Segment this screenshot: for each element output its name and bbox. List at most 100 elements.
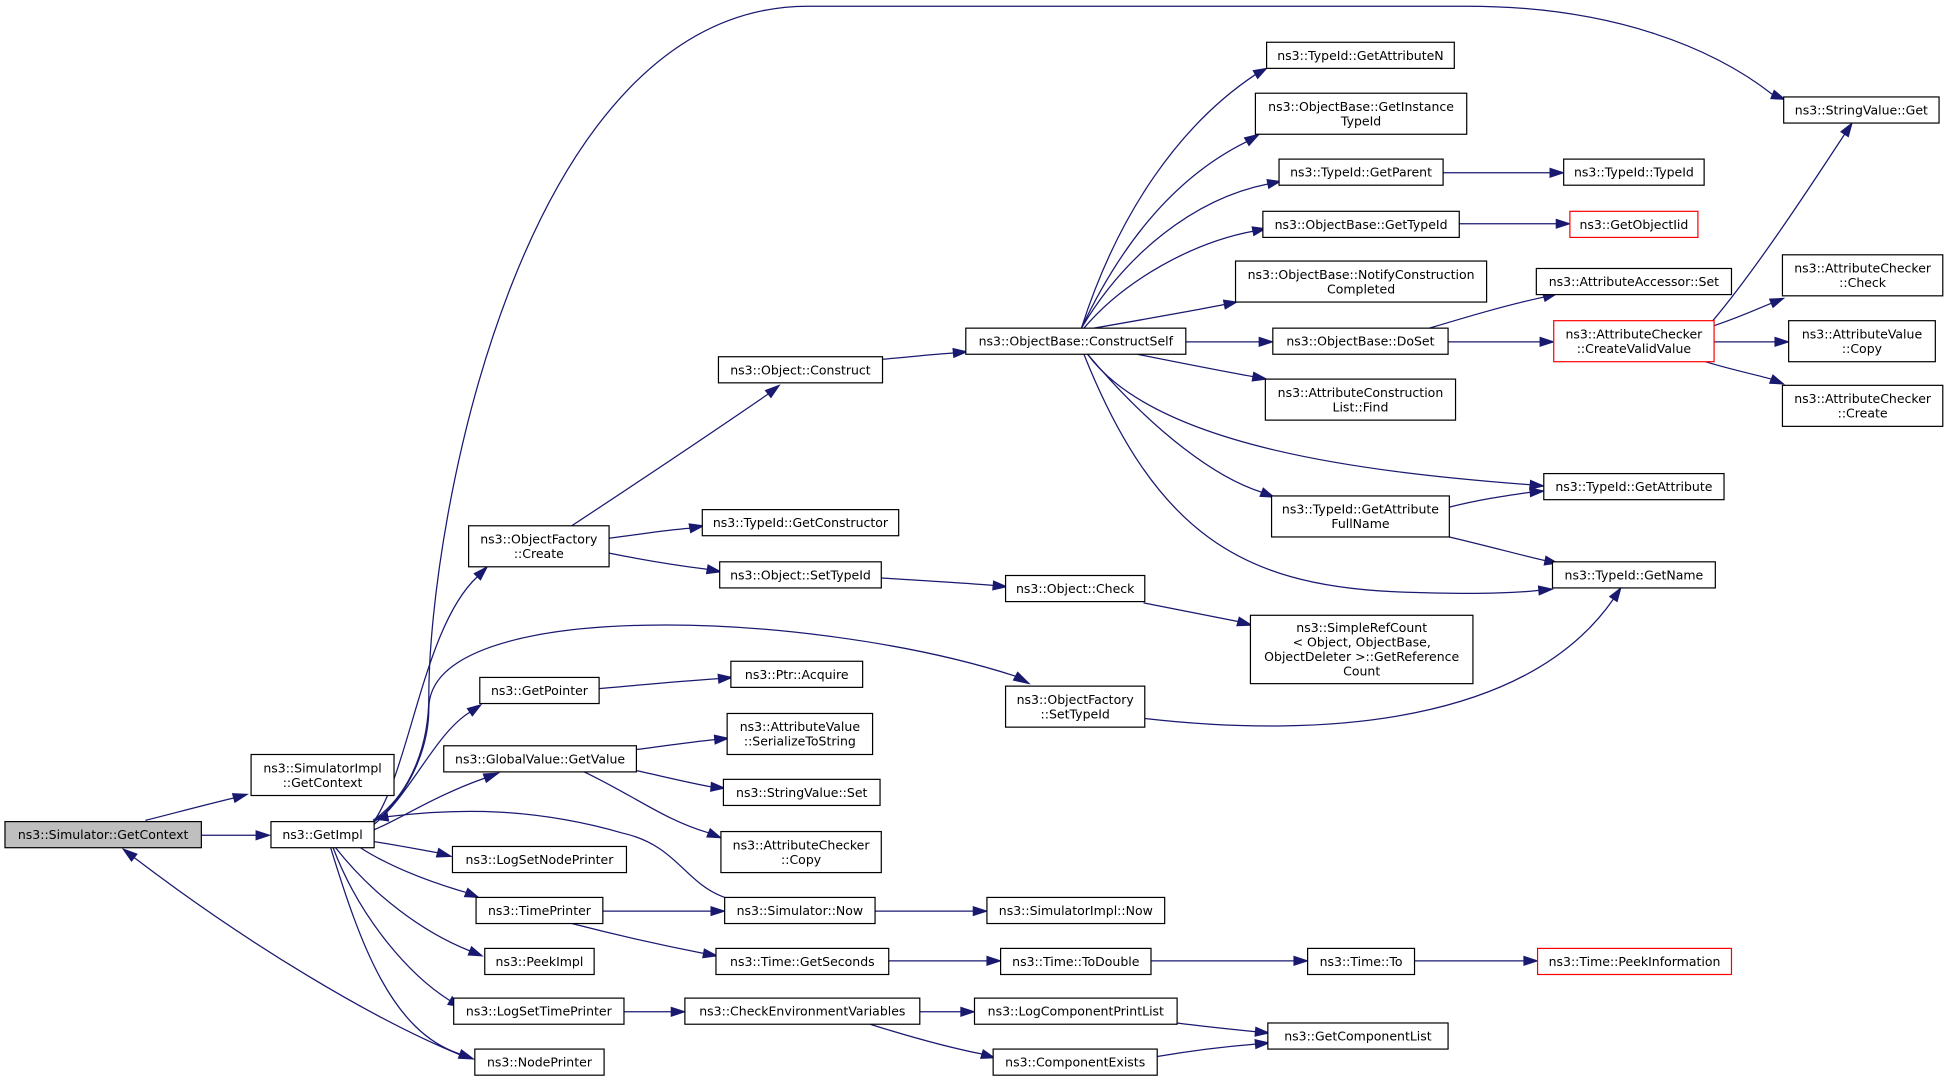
node-object-check[interactable]: ns3::Object::Check: [1004, 574, 1146, 603]
arrow-head-icon: [473, 565, 489, 581]
node-box: [270, 821, 375, 849]
node-time-getseconds[interactable]: ns3::Time::GetSeconds: [715, 947, 890, 976]
node-objfactory-settypeid[interactable]: ns3::ObjectFactory::SetTypeId: [1004, 685, 1146, 728]
node-objbase-notifyconstruction[interactable]: ns3::ObjectBase::NotifyConstructionCompl…: [1234, 260, 1488, 303]
node-check-env-vars[interactable]: ns3::CheckEnvironmentVariables: [684, 997, 921, 1025]
edge-line: [608, 527, 690, 539]
node-box: [999, 947, 1152, 976]
node-label: ns3::TypeId::TypeId: [1574, 165, 1694, 180]
node-simulator-now[interactable]: ns3::Simulator::Now: [724, 896, 876, 925]
node-typeid-getname[interactable]: ns3::TypeId::GetName: [1551, 561, 1716, 589]
node-attraccessor-set[interactable]: ns3::AttributeAccessor::Set: [1535, 267, 1733, 296]
edge-globalvalue_getvalue-to-stringvalue_set: [636, 770, 727, 792]
edge-line: [1080, 74, 1256, 329]
node-get-component-list[interactable]: ns3::GetComponentList: [1267, 1022, 1449, 1050]
edge-line: [330, 847, 461, 1055]
node-attrvalue-serialize[interactable]: ns3::AttributeValue::SerializeToString: [726, 712, 874, 756]
node-typeid-getparent[interactable]: ns3::TypeId::GetParent: [1278, 158, 1444, 186]
edge-simulator_now-to-simimpl_now: [875, 905, 989, 917]
node-simimpl-now[interactable]: ns3::SimulatorImpl::Now: [986, 896, 1166, 925]
arrow-head-icon: [482, 772, 501, 784]
node-box: [684, 997, 921, 1025]
arrow-head-icon: [255, 830, 272, 841]
node-get-pointer[interactable]: ns3::GetPointer: [479, 676, 600, 705]
edge-typeid_getattributefullname-to-typeid_getattribute: [1449, 487, 1546, 508]
node-box: [1265, 41, 1455, 69]
node-typeid-typeid[interactable]: ns3::TypeId::TypeId: [1563, 158, 1705, 186]
node-objfactory-create[interactable]: ns3::ObjectFactory::Create: [468, 525, 610, 568]
node-label: ns3::ObjectBase::GetTypeId: [1275, 217, 1448, 232]
arrow-head-icon: [1529, 487, 1546, 498]
edge-object_construct-to-objbase_constructself: [882, 347, 969, 360]
node-label: ns3::Time::ToDouble: [1012, 954, 1140, 969]
node-attrchecker-create[interactable]: ns3::AttributeChecker::Create: [1781, 384, 1944, 427]
node-stringvalue-get[interactable]: ns3::StringValue::Get: [1783, 96, 1940, 124]
edge-get_context-to-node_printer: [121, 847, 462, 1056]
node-box: [1307, 947, 1416, 976]
edge-line: [372, 576, 478, 824]
edge-object_check-to-simplerefcount: [1143, 602, 1254, 627]
node-label: ns3::StringValue::Get: [1795, 103, 1928, 118]
node-log-set-time-printer[interactable]: ns3::LogSetTimePrinter: [453, 997, 625, 1025]
node-stringvalue-set[interactable]: ns3::StringValue::Set: [722, 778, 881, 807]
call-nodes: ns3::Simulator::GetContextns3::Simulator…: [4, 41, 1944, 1076]
node-simimpl-getcontext[interactable]: ns3::SimulatorImpl::GetContext: [250, 753, 395, 797]
node-box: [992, 1048, 1158, 1076]
node-box: [1569, 210, 1699, 239]
node-attrchecker-check[interactable]: ns3::AttributeChecker::Check: [1781, 254, 1944, 297]
node-log-set-node-printer[interactable]: ns3::LogSetNodePrinter: [451, 845, 628, 874]
node-label: ns3::TimePrinter: [488, 903, 592, 918]
node-object-settypeid[interactable]: ns3::Object::SetTypeId: [719, 561, 882, 589]
arrow-head-icon: [1258, 336, 1275, 347]
node-log-component-printlist[interactable]: ns3::LogComponentPrintList: [973, 997, 1178, 1025]
node-time-todouble[interactable]: ns3::Time::ToDouble: [999, 947, 1152, 976]
node-time-to[interactable]: ns3::Time::To: [1307, 947, 1416, 976]
node-label: ns3::TypeId::GetAttributeN: [1277, 48, 1443, 63]
arrow-head-icon: [1555, 218, 1572, 229]
edge-line: [335, 847, 471, 952]
node-ptr-acquire[interactable]: ns3::Ptr::Acquire: [730, 660, 864, 688]
node-label: ns3::GetComponentList: [1284, 1029, 1432, 1044]
node-get-context[interactable]: ns3::Simulator::GetContext: [4, 821, 202, 849]
node-attrchecker-createvalidvalue[interactable]: ns3::AttributeChecker::CreateValidValue: [1553, 320, 1715, 363]
node-node-printer[interactable]: ns3::NodePrinter: [474, 1048, 605, 1076]
node-box: [453, 997, 625, 1025]
node-attrvalue-copy[interactable]: ns3::AttributeValue::Copy: [1788, 320, 1936, 363]
edge-objbase_constructself-to-attrconstructionlist_find: [1137, 353, 1269, 382]
node-objbase-constructself[interactable]: ns3::ObjectBase::ConstructSelf: [965, 327, 1187, 355]
node-label: ::CreateValidValue: [1577, 341, 1692, 356]
node-typeid-getattribute[interactable]: ns3::TypeId::GetAttribute: [1543, 472, 1725, 501]
node-peek-impl[interactable]: ns3::PeekImpl: [484, 947, 595, 976]
node-box: [484, 947, 595, 976]
node-globalvalue-getvalue[interactable]: ns3::GlobalValue::GetValue: [443, 745, 638, 773]
node-box: [1234, 260, 1488, 303]
edge-objfactory_settypeid-to-typeid_getname: [1144, 586, 1622, 727]
node-attrchecker-copy-mid[interactable]: ns3::AttributeChecker::Copy: [720, 830, 882, 874]
arrow-head-icon: [986, 955, 1003, 966]
node-get-impl[interactable]: ns3::GetImpl: [270, 821, 375, 849]
node-simplerefcount[interactable]: ns3::SimpleRefCount< Object, ObjectBase,…: [1249, 614, 1474, 685]
edge-get_impl-to-node_printer: [330, 847, 476, 1060]
node-box: [722, 778, 881, 807]
node-typeid-getconstructor[interactable]: ns3::TypeId::GetConstructor: [701, 509, 900, 537]
node-typeid-getattributen[interactable]: ns3::TypeId::GetAttributeN: [1265, 41, 1455, 69]
node-get-object-iid[interactable]: ns3::GetObjectIid: [1569, 210, 1699, 239]
node-component-exists[interactable]: ns3::ComponentExists: [992, 1048, 1158, 1076]
node-objbase-doset[interactable]: ns3::ObjectBase::DoSet: [1272, 327, 1449, 355]
arrow-head-icon: [1549, 167, 1566, 178]
node-label: ns3::TypeId::GetAttribute: [1555, 479, 1712, 494]
arrow-head-icon: [1293, 955, 1310, 966]
node-object-construct[interactable]: ns3::Object::Construct: [717, 356, 884, 384]
edge-get_impl-to-stringvalue_get: [372, 5, 1787, 821]
node-time-peekinformation[interactable]: ns3::Time::PeekInformation: [1536, 947, 1733, 976]
edge-objbase_constructself-to-objbase_getinstancetypeid: [1080, 133, 1261, 329]
node-box: [986, 896, 1166, 925]
node-time-printer[interactable]: ns3::TimePrinter: [475, 896, 604, 925]
arrow-head-icon: [1537, 585, 1555, 596]
arrow-head-icon: [717, 673, 734, 684]
node-objbase-gettypeid[interactable]: ns3::ObjectBase::GetTypeId: [1262, 210, 1460, 239]
node-box: [1543, 472, 1725, 501]
